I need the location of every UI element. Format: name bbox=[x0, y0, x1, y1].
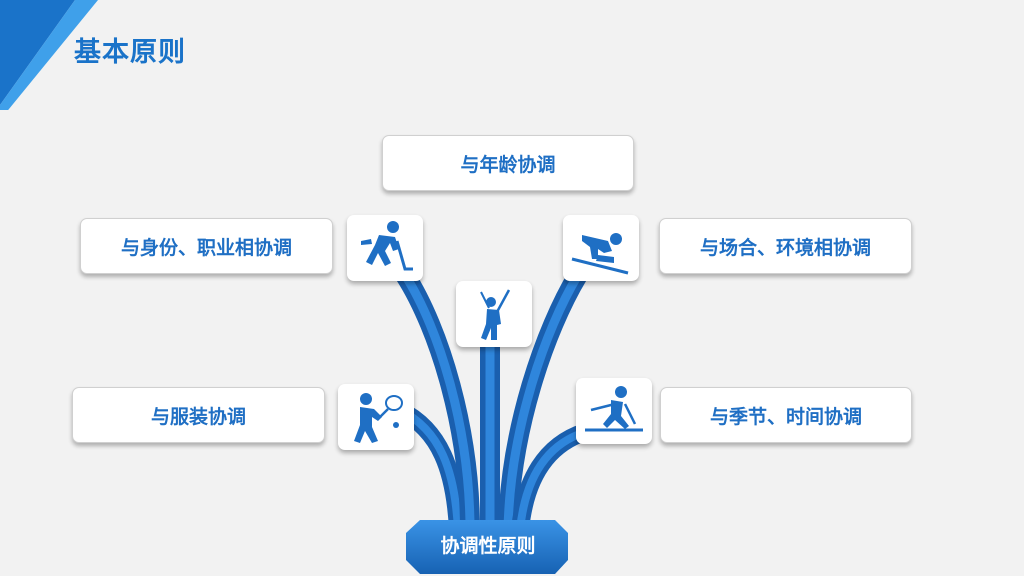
cross-country-skier-icon bbox=[576, 378, 652, 444]
box-age: 与年龄协调 bbox=[382, 135, 634, 191]
hockey-player-icon bbox=[347, 215, 423, 281]
page-title: 基本原则 bbox=[74, 37, 186, 68]
skier-icon bbox=[563, 215, 639, 281]
tennis-player-icon bbox=[338, 384, 414, 450]
box-season: 与季节、时间协调 bbox=[660, 387, 912, 443]
box-clothing: 与服装协调 bbox=[72, 387, 325, 443]
box-occasion: 与场合、环境相协调 bbox=[659, 218, 912, 274]
golfer-icon bbox=[456, 281, 532, 347]
corner-decoration bbox=[0, 0, 98, 110]
center-label: 协调性原则 bbox=[440, 534, 536, 557]
box-identity: 与身份、职业相协调 bbox=[80, 218, 333, 274]
